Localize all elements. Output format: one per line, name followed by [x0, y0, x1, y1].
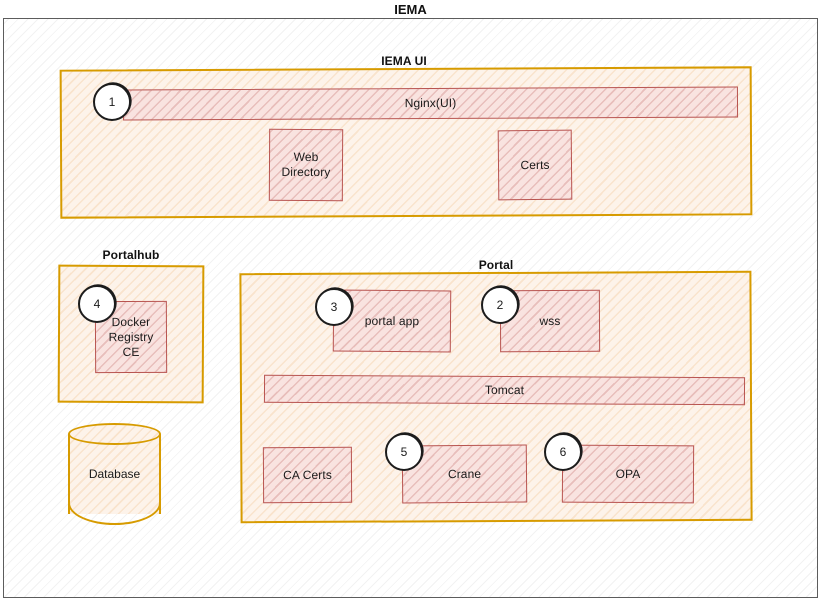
database-body — [68, 434, 161, 514]
component-label-portal-app: portal app — [364, 313, 420, 328]
component-label-docker-registry-line3: CE — [122, 344, 140, 359]
component-label-docker-registry-ce: Docker Registry CE — [104, 314, 157, 359]
component-label-crane: Crane — [447, 466, 482, 481]
badge-4-docker-registry[interactable]: 4 — [78, 285, 116, 323]
component-certs[interactable]: Certs — [497, 129, 573, 201]
component-label-web-directory: Web Directory — [277, 150, 334, 180]
component-label-web-directory-line1: Web — [293, 149, 319, 165]
component-label-nginx-ui: Nginx(UI) — [404, 95, 457, 111]
badge-5-crane[interactable]: 5 — [385, 433, 423, 471]
component-nginx-ui[interactable]: Nginx(UI) — [122, 86, 739, 121]
component-label-docker-registry-line2: Registry — [108, 329, 154, 344]
group-title-iema-ui: IEMA UI — [381, 54, 427, 68]
component-label-opa: OPA — [615, 466, 641, 481]
badge-6-opa[interactable]: 6 — [544, 433, 582, 471]
group-title-portalhub: Portalhub — [102, 248, 160, 262]
component-label-wss: wss — [539, 313, 561, 328]
component-label-tomcat: Tomcat — [484, 382, 525, 397]
component-label-web-directory-line2: Directory — [281, 164, 331, 180]
component-label-docker-registry-line1: Docker — [111, 314, 151, 329]
component-label-database: Database — [88, 467, 141, 481]
component-label-certs: Certs — [520, 157, 550, 172]
badge-3-portal-app[interactable]: 3 — [315, 288, 353, 326]
component-tomcat[interactable]: Tomcat — [263, 374, 746, 406]
badge-2-wss[interactable]: 2 — [481, 286, 519, 324]
component-database[interactable]: Database — [68, 423, 161, 525]
database-top-ellipse — [68, 423, 161, 445]
component-label-ca-certs: CA Certs — [283, 467, 332, 482]
component-web-directory[interactable]: Web Directory — [268, 128, 344, 202]
component-ca-certs[interactable]: CA Certs — [262, 446, 353, 504]
group-title-portal: Portal — [478, 258, 514, 272]
diagram-title: IEMA — [394, 2, 427, 17]
badge-1-nginx[interactable]: 1 — [93, 83, 131, 121]
database-fill — [70, 434, 159, 514]
